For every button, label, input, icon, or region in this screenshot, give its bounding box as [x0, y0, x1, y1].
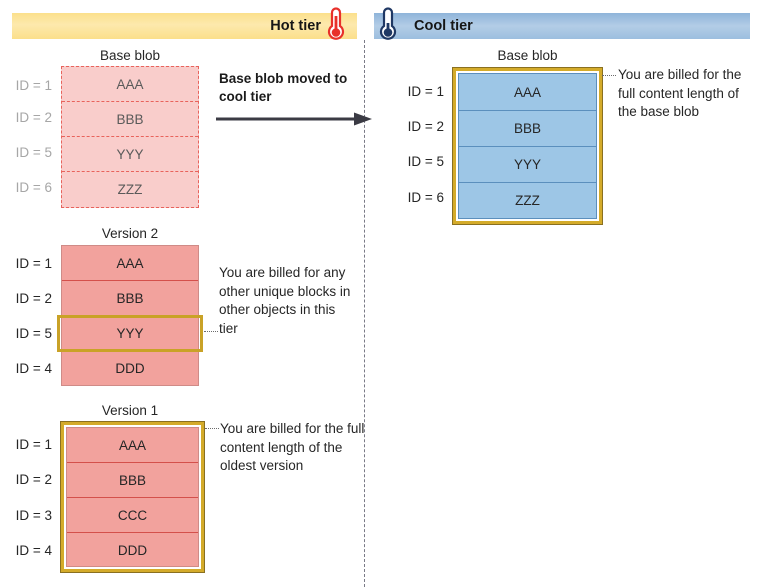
hot-version-1-block-1: AAA: [67, 428, 198, 463]
hot-base-blob-block-1: AAA: [62, 67, 198, 102]
cool-base-blob-id-3: ID = 5: [407, 154, 444, 169]
hot-tier-label: Hot tier: [270, 18, 321, 34]
hot-base-blob-block-4: ZZZ: [117, 181, 143, 197]
hot-base-blob-id-2: ID = 2: [15, 110, 52, 125]
hot-version-1-id-4: ID = 4: [15, 543, 52, 558]
hot-version-1-id-1: ID = 1: [15, 437, 52, 452]
hot-tier-banner: Hot tier: [12, 13, 357, 39]
hot-version-2-caption: Version 2: [101, 226, 159, 241]
thermometer-cool-icon: [377, 6, 399, 47]
arrow-right-icon: [216, 112, 372, 126]
cool-base-blob-caption: Base blob: [497, 48, 558, 63]
hot-base-blob-block-3: YYY: [62, 137, 198, 172]
hot-version-2-block-2: BBB: [62, 281, 198, 316]
hot-base-blob-id-4: ID = 6: [15, 180, 52, 195]
version-2-callout: You are billed for any other unique bloc…: [219, 265, 351, 336]
cool-base-blob-callout-leader: [602, 75, 616, 76]
cool-base-blob-id-4: ID = 6: [407, 190, 444, 205]
cool-tier-banner: Cool tier: [374, 13, 750, 39]
hot-base-blob-block-2: BBB: [62, 102, 198, 137]
hot-base-blob-caption: Base blob: [99, 48, 161, 63]
hot-version-1-block-4: DDD: [117, 542, 148, 558]
cool-base-blob-block-1: AAA: [459, 74, 596, 111]
cool-base-blob-callout: You are billed for the full content leng…: [618, 67, 742, 120]
hot-base-blob-blocks: AAA BBB YYY ZZZ: [61, 66, 199, 208]
hot-version-1-block-2: BBB: [67, 463, 198, 498]
cool-base-blob-id-2: ID = 2: [407, 119, 444, 134]
thermometer-hot-icon: [325, 6, 347, 47]
hot-version-2-block-3: YYY: [62, 316, 198, 351]
hot-base-blob-id-1: ID = 1: [15, 78, 52, 93]
hot-version-2-block-1: AAA: [62, 246, 198, 281]
hot-version-2-id-2: ID = 2: [15, 291, 52, 306]
hot-version-1-blocks: AAA BBB CCC DDD: [66, 427, 199, 567]
cool-base-blob-block-3: YYY: [459, 147, 596, 183]
move-label: Base blob moved to cool tier: [219, 71, 348, 105]
hot-version-1-id-3: ID = 3: [15, 508, 52, 523]
hot-version-1-caption: Version 1: [101, 403, 159, 418]
cool-tier-label: Cool tier: [414, 18, 473, 34]
hot-base-blob-id-3: ID = 5: [15, 145, 52, 160]
tier-divider: [364, 40, 365, 587]
cool-base-blob-block-2: BBB: [459, 111, 596, 147]
hot-version-1-block-3: CCC: [67, 498, 198, 533]
cool-base-blob-id-1: ID = 1: [407, 84, 444, 99]
hot-version-2-blocks: AAA BBB YYY DDD: [61, 245, 199, 386]
version-2-callout-leader: [204, 331, 218, 332]
hot-version-2-id-1: ID = 1: [15, 256, 52, 271]
hot-version-2-id-4: ID = 4: [15, 361, 52, 376]
version-1-callout-leader: [205, 428, 219, 429]
cool-base-blob-block-4: ZZZ: [515, 193, 540, 208]
hot-version-2-id-3: ID = 5: [15, 326, 52, 341]
hot-version-2-block-4: DDD: [115, 360, 145, 376]
version-1-callout: You are billed for the full content leng…: [220, 421, 365, 474]
cool-base-blob-blocks: AAA BBB YYY ZZZ: [458, 73, 597, 219]
hot-version-1-id-2: ID = 2: [15, 472, 52, 487]
